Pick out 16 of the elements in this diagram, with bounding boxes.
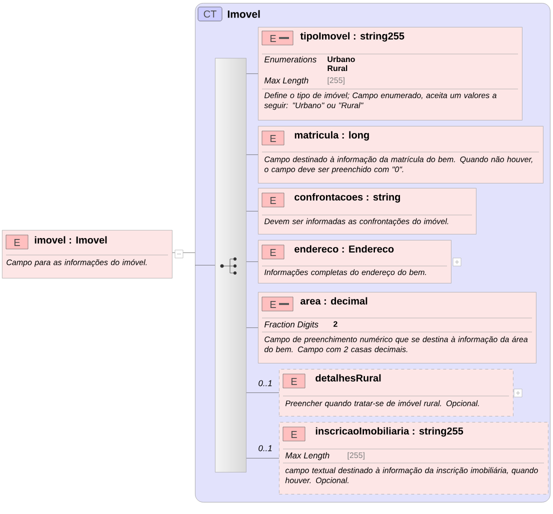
element-box: E area : decimal Fraction Digits 2 Campo de preenchimento numérico que se destina à informação da área do bem. Campo com 2 casas decimais. [258, 292, 536, 364]
connector-line [194, 265, 216, 266]
connector-line [246, 392, 280, 393]
element-box: E imovel : Imovel Campo para as informações do imóvel. [2, 230, 172, 278]
multiplicity-label: 0..1 [258, 445, 272, 452]
sequence-bar [215, 58, 246, 472]
multiplicity-label: 0..1 [258, 380, 272, 386]
connector-line [246, 211, 258, 212]
element-box: E detalhesRural Preencher quando tratar-se de imóvel rural. Opcional. [279, 369, 514, 416]
element-box: E inscricaoImobiliaria : string255 Max Length [255] campo textual destinado à informação da inscrição imobiliária, quando houver. Opcional. [279, 422, 548, 494]
connector-line [172, 252, 196, 253]
connector-line [246, 154, 258, 155]
element-box: E tipoImovel : string255 Enumerations Urbano Rural Max Length [255] Define o tipo de imóvel; Campo enumerado, aceita um valores a seguir: "Urbano" ou "Rural" [258, 27, 522, 120]
element-box: E confrontacoes : string Devem ser informadas as confrontações do imóvel. [258, 188, 476, 234]
element-box: E matricula : long Campo destinado à informação da matrícula do bem. Quando não houver, o campo deve ser preenchido com "0". [258, 126, 544, 184]
element-box: E endereco : Endereco Informações completas do endereço do bem. [258, 240, 452, 284]
